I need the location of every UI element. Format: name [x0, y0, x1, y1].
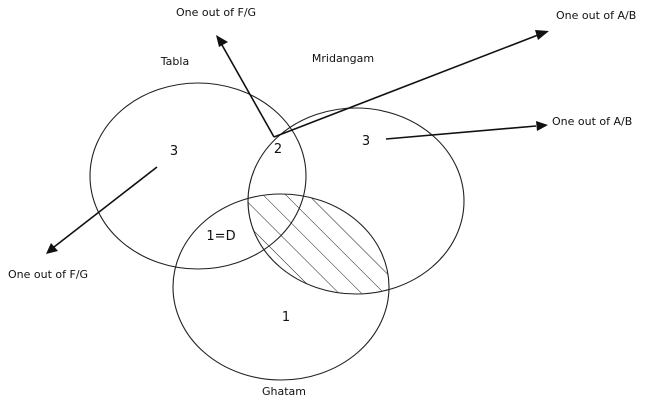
region-mridangam-only: 3	[362, 134, 370, 149]
region-tabla-only: 3	[170, 144, 178, 159]
hatched-region-mridangam-ghatam	[248, 194, 389, 294]
annotation-top-left: One out of F/G	[176, 6, 256, 19]
mridangam-circle	[247, 107, 465, 295]
mridangam-label: Mridangam	[312, 52, 374, 65]
tabla-label: Tabla	[160, 55, 189, 68]
annotation-right: One out of A/B	[552, 115, 632, 128]
arrow-to-bottom-left	[46, 166, 158, 254]
annotation-top-right: One out of A/B	[556, 9, 636, 22]
annotation-bottom-left: One out of F/G	[8, 268, 88, 281]
region-ghatam-only: 1	[282, 310, 290, 325]
ghatam-circle	[172, 193, 390, 381]
region-tabla-ghatam: 1=D	[206, 229, 235, 244]
arrow-to-right	[385, 121, 548, 140]
ghatam-label: Ghatam	[262, 385, 306, 398]
region-tabla-mridangam: 2	[274, 142, 282, 157]
arrow-to-top-right	[273, 30, 549, 138]
tabla-circle	[89, 82, 307, 270]
arrow-to-top-left	[216, 35, 275, 138]
